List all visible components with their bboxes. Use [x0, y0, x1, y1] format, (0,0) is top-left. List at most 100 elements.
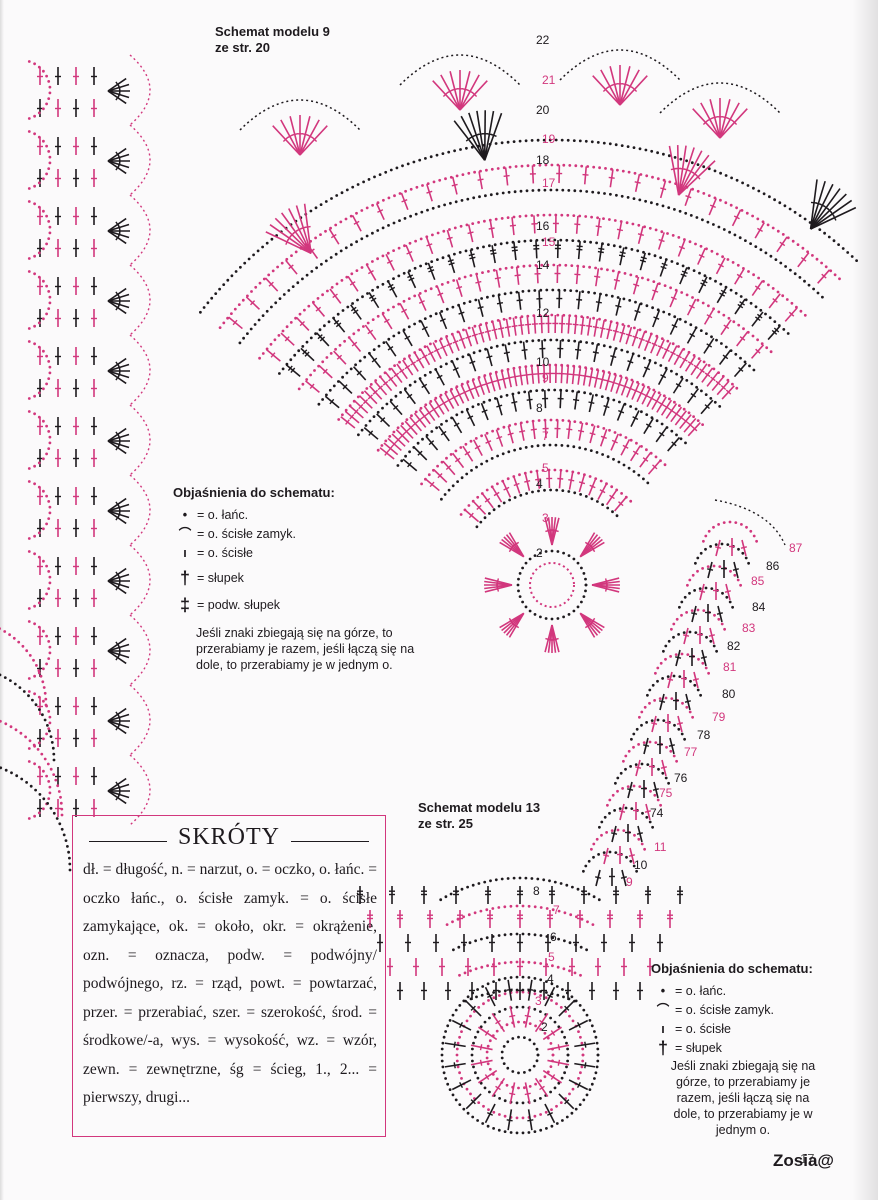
stitch-bar: [447, 237, 453, 239]
chain-stitch: [65, 839, 68, 842]
chain-stitch: [458, 1071, 461, 1074]
chain-stitch: [418, 159, 421, 162]
chain-stitch: [539, 1113, 542, 1116]
chain-stitch: [571, 1112, 574, 1115]
chain-stitch: [431, 234, 434, 237]
chain-stitch: [243, 262, 246, 265]
chain-stitch: [470, 440, 473, 443]
chain-stitch: [320, 203, 323, 206]
chain-stitch: [309, 374, 312, 377]
chain-stitch: [579, 1071, 582, 1074]
chain-stitch: [49, 786, 52, 789]
chain-stitch: [484, 1021, 487, 1024]
chain-stitch: [539, 962, 542, 965]
chain-stitch: [456, 1048, 459, 1051]
chain-stitch: [741, 552, 744, 555]
chain-stitch: [622, 760, 625, 763]
chain-stitch: [641, 843, 644, 846]
chain-stitch: [696, 570, 699, 573]
chain-stitch: [496, 1030, 499, 1033]
chain-stitch: [684, 212, 687, 215]
stitch-bar: [709, 635, 715, 636]
chain-stitch: [470, 274, 473, 277]
chain-stitch: [486, 1057, 489, 1060]
chain-stitch: [701, 218, 704, 221]
chain-stitch: [508, 342, 511, 345]
chain-stitch: [614, 431, 617, 434]
chain-stitch: [641, 812, 644, 815]
stitch-bar: [589, 402, 595, 403]
chain-stitch: [41, 713, 44, 716]
chain-stitch: [503, 502, 506, 505]
chain-stitch: [452, 948, 455, 951]
chain-stitch: [462, 1108, 465, 1111]
chain-stitch: [721, 255, 724, 258]
stitch-bar: [615, 306, 621, 307]
chain-stitch: [460, 1030, 463, 1033]
chain-stitch: [354, 363, 357, 366]
chain-stitch: [421, 184, 424, 187]
chain-stitch: [445, 363, 448, 366]
chain-stitch: [398, 331, 401, 334]
chain-stitch: [296, 281, 299, 284]
chain-stitch: [640, 724, 643, 727]
chain-stitch: [689, 240, 692, 243]
stitch-bar: [741, 547, 747, 548]
chain-stitch: [569, 941, 572, 944]
row-number-label: 76: [674, 771, 688, 785]
chain-stitch: [469, 300, 472, 303]
stitch-bar: [629, 855, 635, 856]
chain-stitch: [737, 548, 740, 551]
chain-stitch: [38, 602, 41, 605]
chain-stitch: [33, 605, 36, 608]
chain-stitch: [555, 339, 558, 342]
chain-stitch: [20, 732, 23, 735]
chain-stitch: [556, 1122, 559, 1125]
chain-stitch: [533, 961, 536, 964]
chain-stitch: [474, 1071, 477, 1074]
chain-stitch: [49, 652, 52, 655]
chain-stitch: [373, 348, 376, 351]
edging-scallop: [130, 685, 150, 755]
chain-stitch: [455, 200, 458, 203]
chain-stitch: [526, 189, 529, 192]
chain-stitch: [737, 264, 740, 267]
chain-stitch: [539, 616, 542, 619]
chain-stitch: [495, 218, 498, 221]
chain-stitch: [603, 344, 606, 347]
chain-stitch: [28, 550, 31, 553]
chain-stitch: [298, 388, 301, 391]
chain-stitch: [580, 946, 583, 949]
chain-stitch: [583, 595, 586, 598]
chain-stitch: [616, 790, 619, 793]
chain-stitch: [574, 972, 577, 975]
chain-stitch: [577, 888, 580, 891]
chain-stitch: [637, 838, 640, 841]
chain-stitch: [522, 1117, 525, 1120]
chain-stitch: [370, 383, 373, 386]
chain-stitch: [622, 829, 625, 832]
chain-stitch: [581, 1042, 584, 1045]
chain-stitch: [38, 462, 41, 465]
chain-stitch: [567, 445, 570, 448]
double-crochet-icon: †: [173, 569, 197, 588]
chain-stitch: [387, 252, 390, 255]
chain-stitch: [330, 256, 333, 259]
legend-item-label: = o. ścisłe zamyk.: [197, 525, 296, 544]
chain-stitch: [341, 413, 344, 416]
chain-stitch: [475, 437, 478, 440]
chain-stitch: [579, 1036, 582, 1039]
chain-stitch: [446, 1083, 449, 1086]
chain-stitch: [262, 352, 265, 355]
chain-stitch: [664, 658, 667, 661]
chain-stitch: [538, 419, 541, 422]
chain-stitch: [528, 1131, 531, 1134]
chain-stitch: [325, 200, 328, 203]
chain-stitch: [459, 251, 462, 254]
chain-stitch: [329, 389, 332, 392]
chain-stitch: [246, 332, 249, 335]
chain-stitch: [637, 743, 640, 746]
chain-stitch: [486, 964, 489, 967]
chain-stitch: [528, 905, 531, 908]
chain-stitch: [28, 340, 31, 343]
